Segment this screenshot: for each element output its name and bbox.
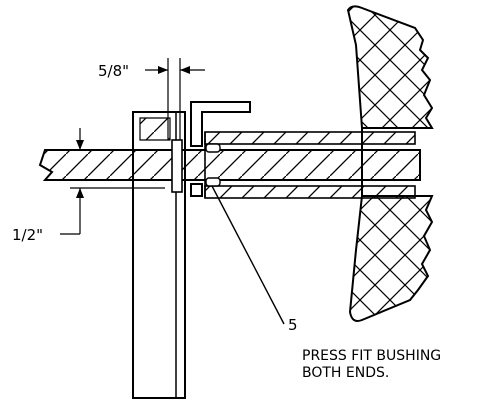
wall-upper [346, 5, 434, 129]
horizontal-rod [38, 149, 421, 181]
callout-note-line1: PRESS FIT BUSHING [302, 348, 441, 364]
sleeve-tube [204, 131, 416, 199]
dimension-five-eighths: 5/8" [98, 58, 205, 140]
callout-leader: 5 PRESS FIT BUSHING BOTH ENDS. [211, 185, 441, 381]
wall-section [346, 5, 434, 322]
dimension-one-half: 1/2" [12, 128, 165, 244]
wall-lower [348, 195, 434, 322]
callout-number: 5 [288, 316, 298, 334]
dimension-label-left: 1/2" [12, 226, 43, 244]
angle-bracket [190, 101, 251, 197]
dimension-label-top: 5/8" [98, 62, 129, 80]
press-fit-bushing [171, 139, 221, 193]
callout-note-line2: BOTH ENDS. [302, 365, 389, 381]
